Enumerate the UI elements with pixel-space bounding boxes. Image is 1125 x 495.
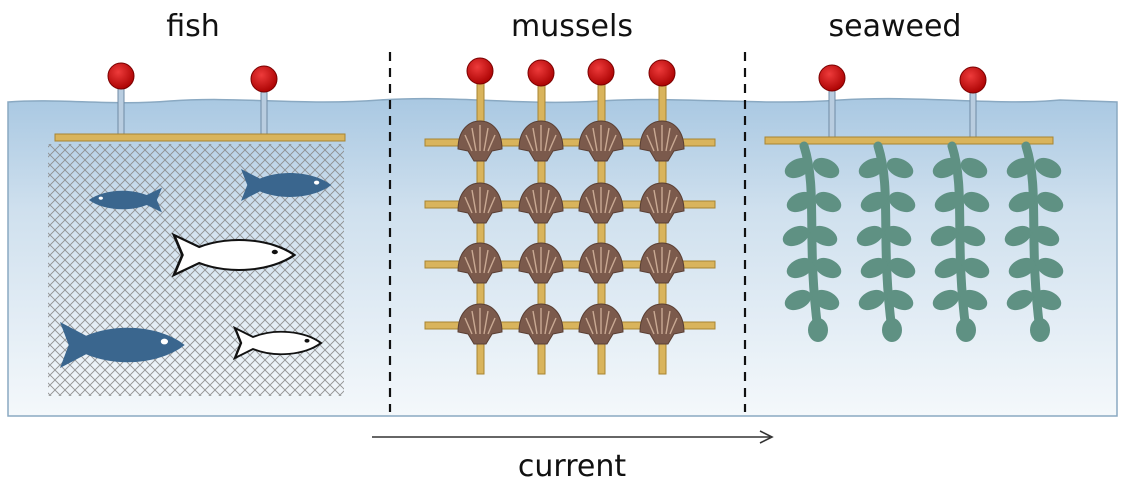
buoy-stem — [260, 91, 268, 137]
buoy-stem — [828, 89, 836, 139]
seaweed-section — [764, 64, 1067, 342]
buoy-stem — [969, 91, 977, 139]
mussel-rope-horizontal — [424, 321, 716, 330]
buoy-icon — [818, 64, 846, 92]
fish-icon — [88, 187, 162, 213]
mussel-rope-horizontal — [424, 200, 716, 209]
buoy-icon — [587, 58, 615, 86]
buoy-icon — [648, 59, 676, 87]
mussel-rope-horizontal — [424, 138, 716, 147]
current-label: current — [518, 449, 626, 484]
mussels-section — [424, 57, 716, 375]
fish-section — [48, 62, 346, 396]
seaweed-icon — [779, 141, 845, 342]
current-arrow-icon — [372, 430, 774, 444]
fish-raft-bar — [54, 133, 346, 142]
fish-section-label: fish — [166, 9, 220, 44]
buoy-stem — [117, 87, 125, 137]
seaweed-icon — [853, 141, 919, 342]
buoy-icon — [959, 66, 987, 94]
buoy-icon — [527, 59, 555, 87]
fish-icon — [60, 322, 185, 368]
mussel-rope-horizontal — [424, 260, 716, 269]
fish-icon — [241, 169, 332, 201]
fish-icon — [233, 326, 323, 360]
mussels-section-label: mussels — [511, 9, 633, 44]
buoy-icon — [107, 62, 135, 90]
seaweed-icon — [1001, 141, 1067, 342]
buoy-icon — [250, 65, 278, 93]
seaweed-raft-bar — [764, 136, 1054, 145]
seaweed-section-label: seaweed — [829, 9, 962, 44]
fish-icon — [172, 233, 296, 277]
seaweed-icon — [927, 141, 993, 342]
buoy-icon — [466, 57, 494, 85]
